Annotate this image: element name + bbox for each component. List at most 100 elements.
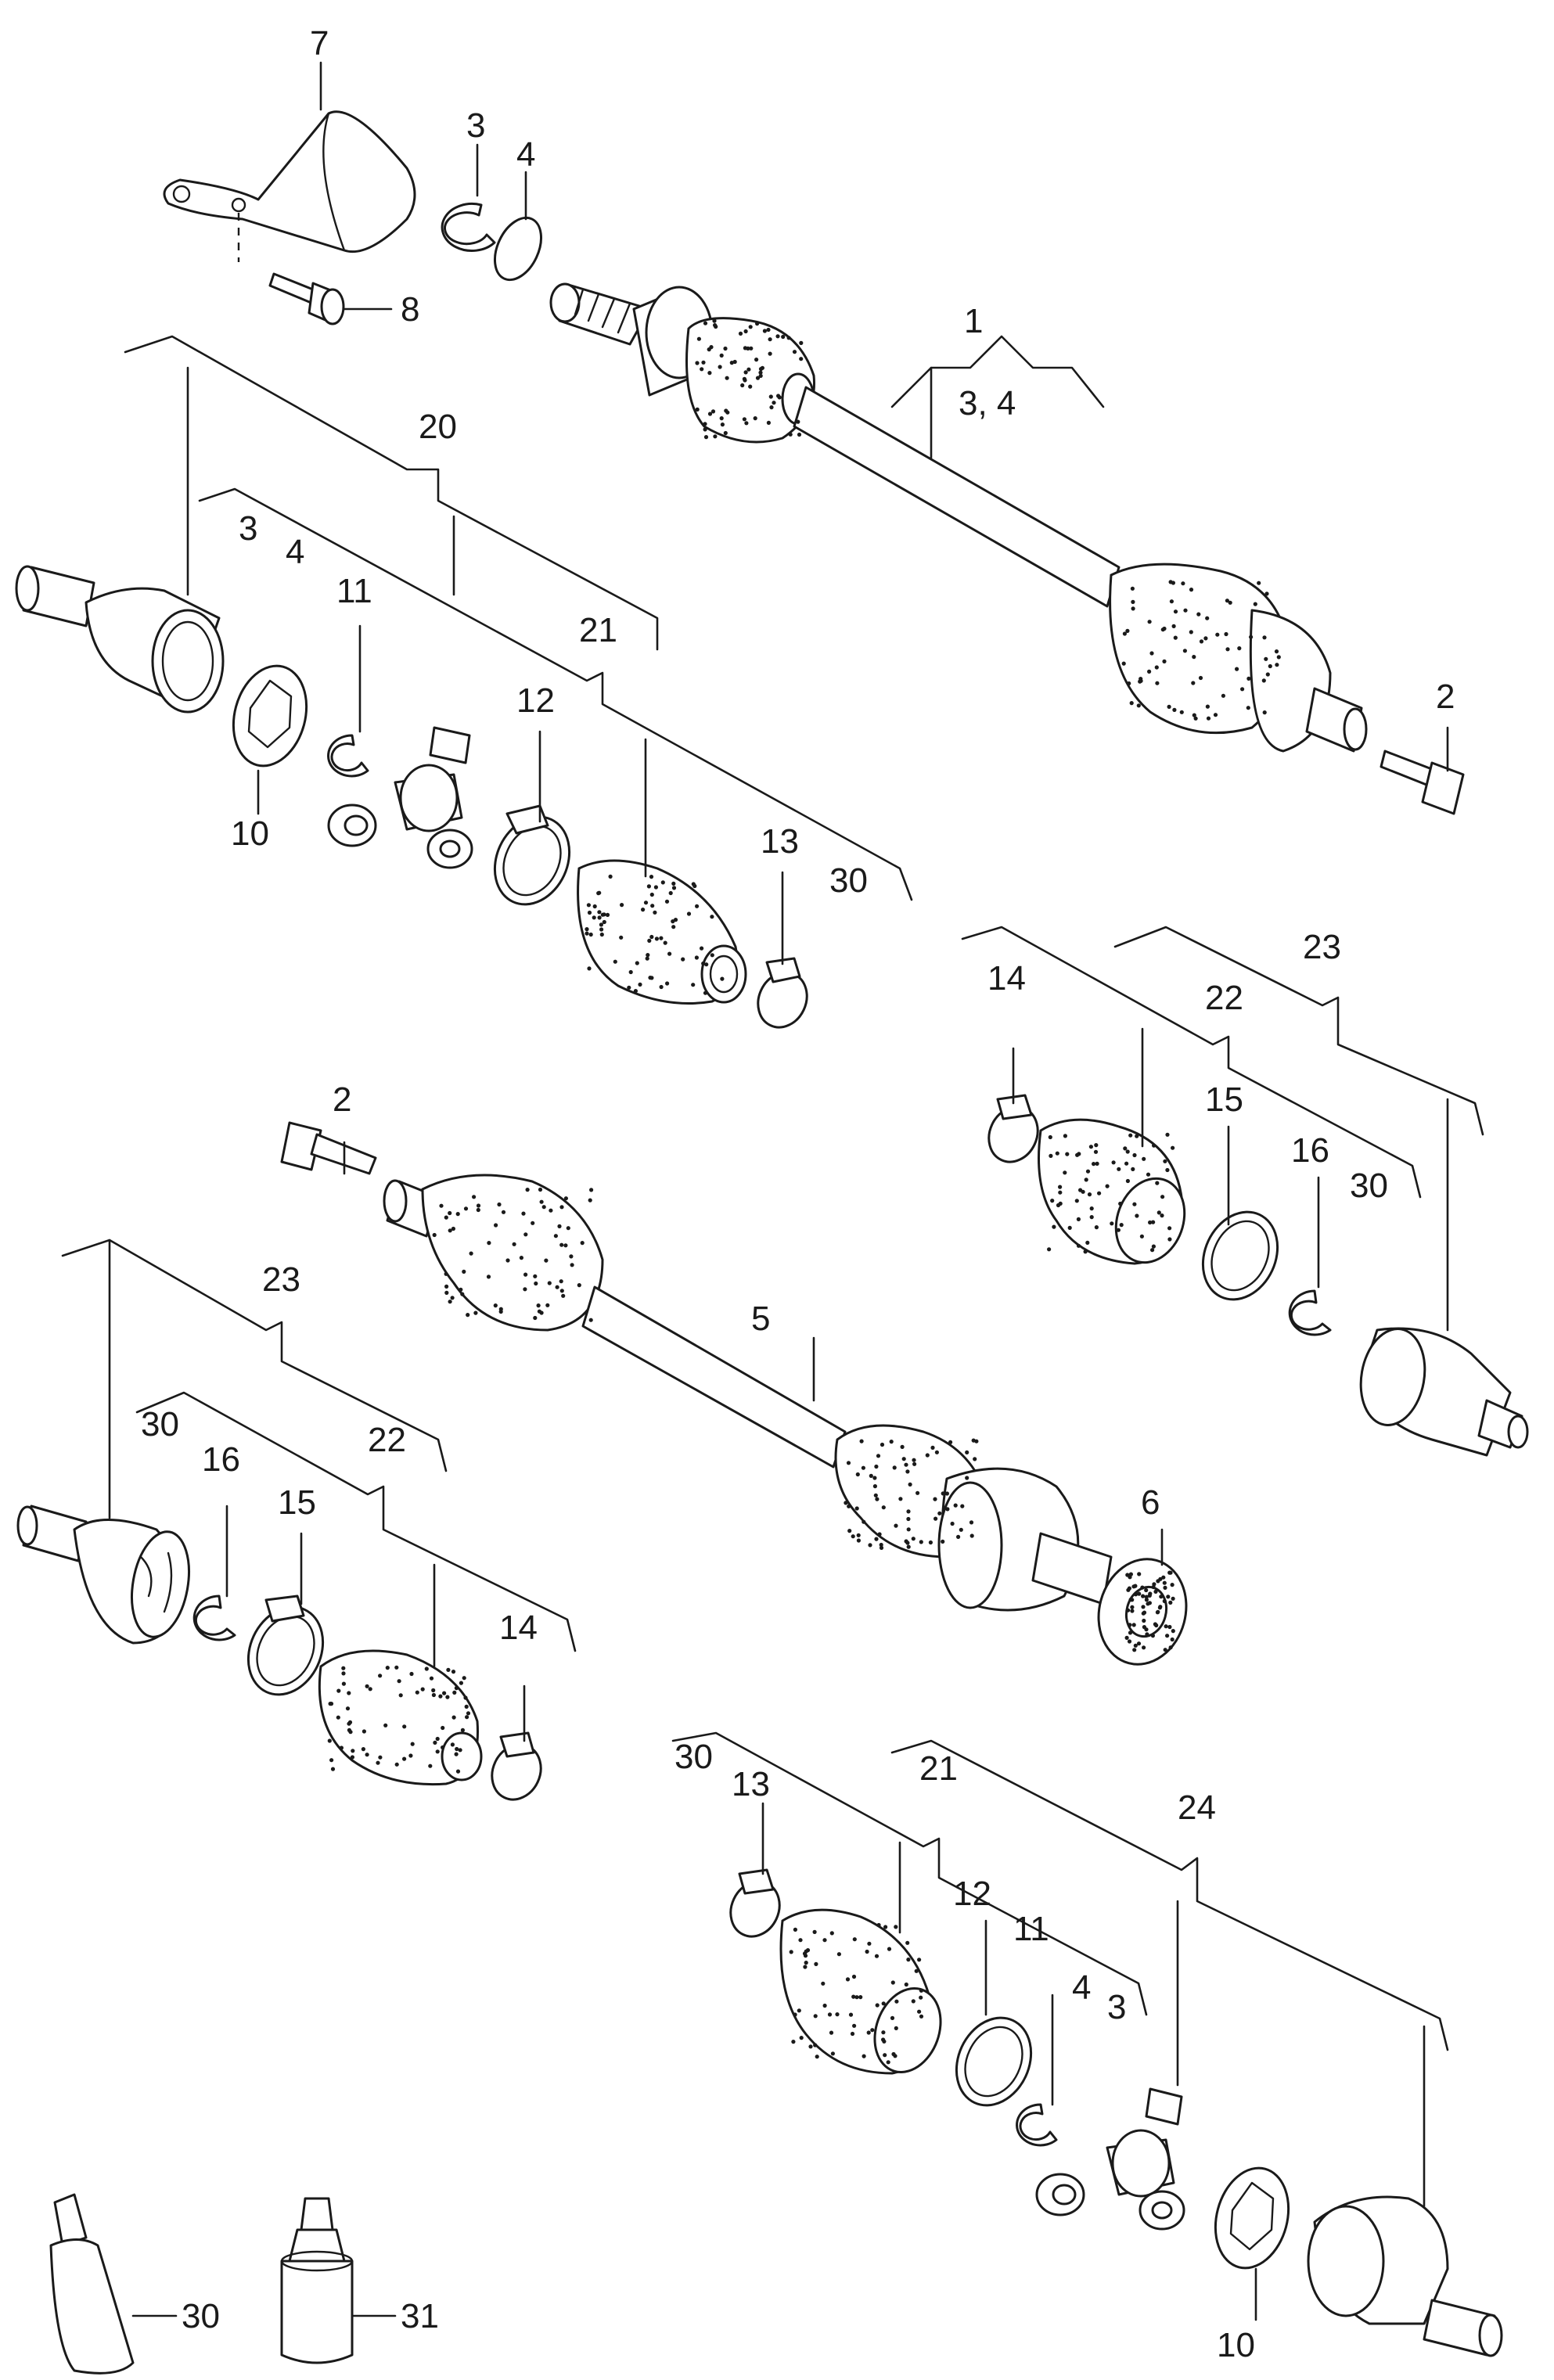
stipple-dot [766,327,771,333]
stipple-dot [1193,716,1198,721]
stipple-dot [720,976,725,981]
stipple-dot [1203,636,1208,641]
stipple-dot [862,2054,866,2058]
stipple-dot [855,1472,860,1477]
stipple-dot [732,359,737,365]
label-23-left: 23 [262,1260,300,1299]
stipple-dot [588,1198,592,1203]
stipple-dot [454,1752,459,1756]
stipple-dot [791,2040,796,2044]
stipple-dot [813,2014,818,2019]
stipple-dot [1160,1213,1164,1218]
stipple-dot [904,1982,908,1987]
stipple-dot [846,1461,851,1465]
stipple-dot [1144,1627,1149,1632]
stipple-dot [703,427,707,432]
label-30-right: 30 [1350,1167,1388,1205]
stipple-dot [665,981,670,986]
stipple-dot [1189,588,1194,592]
label-15-right: 15 [1205,1080,1243,1119]
stipple-dot [627,985,631,990]
stipple-dot [365,1684,369,1688]
stipple-dot [472,1195,477,1199]
label-10-lower: 10 [1217,2326,1255,2364]
label-30-lower: 30 [674,1738,713,1776]
stipple-dot [1135,1213,1139,1218]
label-23-right: 23 [1303,928,1341,966]
stipple-dot [408,1753,413,1758]
stipple-dot [1205,704,1210,709]
stipple-dot [796,419,800,424]
stipple-dot [713,434,718,439]
stipple-dot [1182,649,1187,653]
stipple-dot [592,904,597,909]
stipple-dot [1148,1220,1153,1225]
stipple-dot [812,1929,817,1934]
stipple-dot [894,2026,898,2030]
stipple-dot [1261,678,1266,683]
stipple-dot [435,1749,440,1754]
stipple-dot [695,407,700,412]
stipple-dot [1094,1225,1099,1230]
stipple-dot [1249,635,1254,639]
stipple-dot [905,1940,910,1945]
stipple-dot [1087,1192,1092,1197]
stipple-dot [667,951,672,956]
stipple-dot [559,1242,564,1247]
stipple-dot [1124,1161,1129,1166]
stipple-dot [547,1281,552,1285]
stipple-dot [1155,681,1160,685]
stipple-dot [865,1949,869,1954]
stipple-dot [620,903,624,908]
stipple-dot [1122,631,1127,636]
stipple-dot [1142,1645,1146,1650]
stipple-dot [671,881,676,886]
stipple-dot [906,1527,911,1532]
stipple-dot [1179,710,1184,714]
stipple-dot [446,1667,451,1672]
stipple-dot [586,903,592,908]
stipple-dot [1170,1637,1174,1642]
stipple-dot [813,2043,818,2047]
stipple-dot [428,1763,433,1768]
stipple-dot [469,1251,473,1256]
stipple-dot [646,953,650,958]
stipple-dot [1088,1145,1093,1149]
stipple-dot [775,334,780,339]
label-10-upper: 10 [231,814,269,853]
label-13-lower: 13 [732,1765,770,1803]
stipple-dot [410,1742,415,1746]
stipple-dot [512,1242,516,1246]
stipple-dot [829,2030,834,2035]
stipple-dot [768,394,773,399]
stipple-dot [1047,1247,1052,1252]
stipple-dot [459,1681,464,1685]
label-7: 7 [310,24,329,63]
clamp-part-15-right [1201,1210,1279,1301]
stipple-dot [953,1503,958,1508]
grease-tube-part-30 [49,2193,135,2375]
stipple-dot [494,1223,498,1228]
stipple-dot [821,1981,826,1986]
stipple-dot [906,1516,911,1522]
label-2-top: 2 [1436,678,1455,716]
stipple-dot [638,982,642,987]
stipple-dot [866,2030,871,2035]
stipple-dot [1142,1156,1146,1161]
stipple-dot [347,1691,351,1695]
stipple-dot [1151,1220,1156,1224]
stipple-dot [519,1256,524,1260]
stipple-dot [1154,1623,1159,1628]
stipple-dot [645,956,649,961]
stipple-dot [850,2031,855,2037]
clamp-part-15-left [246,1594,325,1696]
stipple-dot [1163,1585,1167,1590]
stipple-dot [523,1272,528,1277]
stipple-dot [742,376,747,381]
stipple-dot [874,1537,879,1541]
stipple-dot [835,2012,840,2017]
stipple-dot [1237,646,1242,651]
stipple-dot [755,376,761,380]
stipple-dot [719,416,724,421]
